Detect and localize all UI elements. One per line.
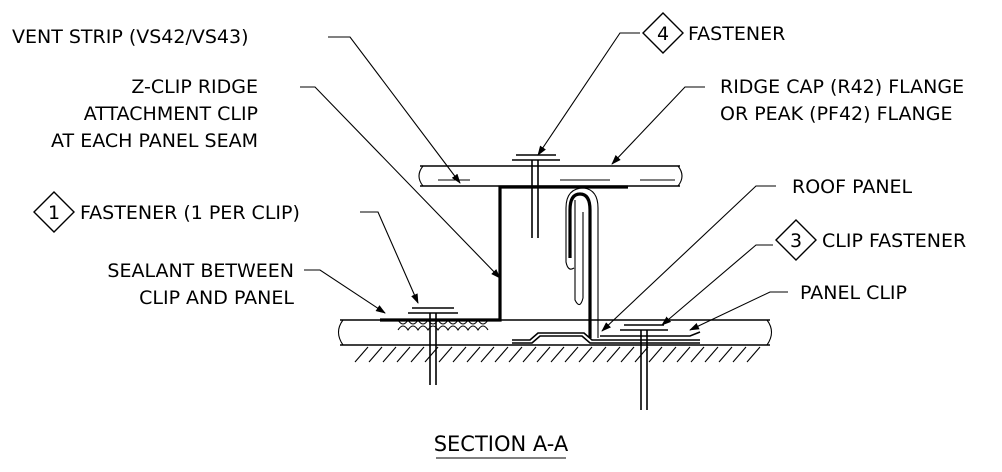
fastener-4-graphic [512, 154, 560, 238]
clip-fastener-graphic [620, 324, 668, 410]
vent-strip-label: VENT STRIP (VS42/VS43) [12, 26, 249, 48]
hatch-line [592, 346, 607, 363]
hatch-line [410, 346, 425, 363]
hatch-line [480, 346, 495, 363]
fastener-1-graphic [408, 307, 458, 385]
deck-hatching [354, 346, 761, 363]
hatch-line [536, 346, 551, 363]
sealant-label-line2: CLIP AND PANEL [139, 287, 294, 309]
roof-panel [512, 187, 700, 344]
tag-4: 4 [642, 12, 684, 54]
hatch-line [368, 346, 383, 363]
z-clip-label-line3: AT EACH PANEL SEAM [51, 130, 258, 152]
section-title: SECTION A-A [434, 432, 569, 456]
hatch-line [746, 346, 761, 363]
panel-clip [600, 331, 701, 337]
hatch-line [578, 346, 593, 363]
hatch-line [676, 346, 691, 363]
sealant-beads [397, 318, 489, 332]
tag-4-number: 4 [657, 23, 669, 45]
hatch-line [354, 346, 369, 363]
hatch-line [550, 346, 565, 363]
hatch-line [438, 346, 453, 363]
fastener-1-label: FASTENER (1 PER CLIP) [80, 202, 300, 224]
fastener-4-label: FASTENER [688, 23, 785, 45]
roof-panel-label: ROOF PANEL [792, 176, 913, 198]
hatch-line [508, 346, 523, 363]
tag-3: 3 [775, 219, 817, 261]
hatch-line [620, 346, 635, 363]
panel-clip-label: PANEL CLIP [800, 282, 907, 304]
roof-deck [337, 319, 773, 346]
leader-lines [300, 32, 788, 332]
hatch-line [396, 346, 411, 363]
hatch-line [494, 346, 509, 363]
hatch-line [732, 346, 747, 363]
hatch-line [704, 346, 719, 363]
tag-3-number: 3 [790, 230, 802, 252]
hatch-line [662, 346, 677, 363]
hatch-line [648, 346, 663, 363]
z-clip-label-line2: ATTACHMENT CLIP [84, 103, 258, 125]
hatch-line [466, 346, 481, 363]
sealant-label-line1: SEALANT BETWEEN [107, 260, 294, 282]
ridge-cap-label-line2: OR PEAK (PF42) FLANGE [720, 103, 952, 125]
ridge-cap-label-line1: RIDGE CAP (R42) FLANGE [720, 76, 964, 98]
clip-fastener-label: CLIP FASTENER [822, 230, 966, 252]
hatch-line [382, 346, 397, 363]
hatch-line [718, 346, 733, 363]
tag-1-number: 1 [48, 202, 60, 224]
ridge-cap-flange [418, 165, 683, 187]
z-clip-label-line1: Z-CLIP RIDGE [131, 76, 258, 98]
hatch-line [690, 346, 705, 363]
hatch-line [452, 346, 467, 363]
hatch-line [564, 346, 579, 363]
tag-1: 1 [33, 191, 75, 233]
hatch-line [606, 346, 621, 363]
hatch-line [522, 346, 537, 363]
